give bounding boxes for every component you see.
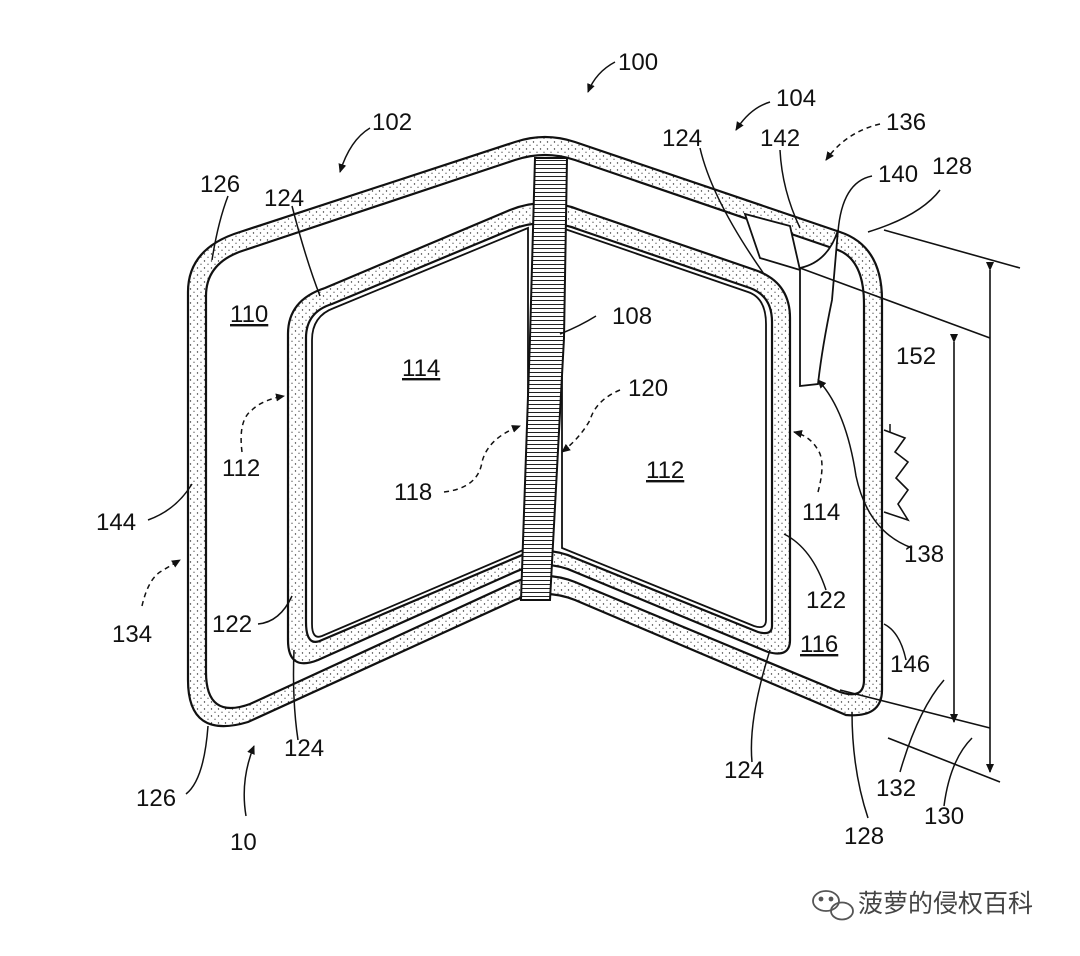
inner-band — [286, 201, 792, 665]
cutout-152 — [883, 429, 910, 522]
watermark-text: 菠萝的侵权百科 — [858, 889, 1033, 918]
label-122-left: 122 — [212, 611, 252, 638]
label-140: 140 — [878, 161, 918, 188]
label-128-bottom: 128 — [844, 823, 884, 850]
label-152: 152 — [896, 343, 936, 370]
label-124-bottom-left: 124 — [284, 735, 324, 762]
label-134: 134 — [112, 621, 152, 648]
label-100: 100 — [618, 49, 658, 76]
label-10: 10 — [230, 829, 257, 856]
outer-shell — [186, 135, 884, 728]
leader-lines — [141, 61, 973, 819]
label-114-panel: 114 — [402, 355, 440, 382]
label-124-bottom-right: 124 — [724, 757, 764, 784]
label-130: 130 — [924, 803, 964, 830]
label-128-top: 128 — [932, 153, 972, 180]
label-136: 136 — [886, 109, 926, 136]
label-108: 108 — [612, 303, 652, 330]
label-118: 118 — [394, 479, 432, 506]
label-112-panel: 112 — [646, 457, 684, 484]
label-126-top: 126 — [200, 171, 240, 198]
label-104: 104 — [776, 85, 816, 112]
panel-112 — [561, 226, 767, 629]
label-102: 102 — [372, 109, 412, 136]
label-132: 132 — [876, 775, 916, 802]
label-146: 146 — [890, 651, 930, 678]
spine-108 — [519, 157, 569, 601]
label-144: 144 — [96, 509, 136, 536]
label-116: 116 — [800, 631, 838, 658]
wechat-icon — [812, 890, 854, 921]
label-124-top-left: 124 — [264, 185, 304, 212]
label-110: 110 — [230, 301, 268, 328]
dimension-lines — [799, 229, 1021, 783]
flap-140 — [799, 229, 839, 388]
label-142: 142 — [760, 125, 800, 152]
watermark: 菠萝的侵权百科 — [812, 889, 1033, 921]
label-120: 120 — [628, 375, 668, 402]
label-112-left: 112 — [222, 455, 260, 482]
label-126-bottom: 126 — [136, 785, 176, 812]
label-124-top-right: 124 — [662, 125, 702, 152]
label-138: 138 — [904, 541, 944, 568]
label-122-right: 122 — [806, 587, 846, 614]
label-114-right: 114 — [802, 499, 840, 526]
